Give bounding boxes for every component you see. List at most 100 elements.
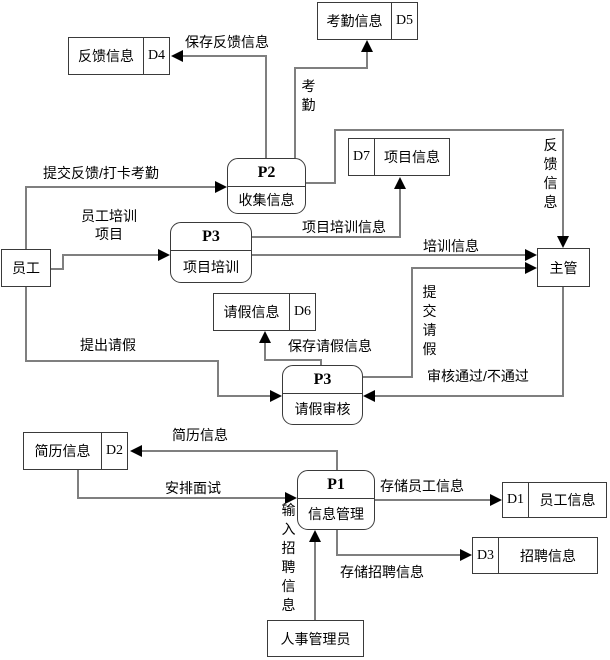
data-store-d6: 请假信息 D6 — [213, 293, 316, 331]
flow-line — [142, 450, 338, 452]
flow-label-submit-leave: 提交请假 — [422, 284, 437, 357]
flow-line — [77, 470, 79, 498]
flow-line — [217, 395, 270, 397]
flow-label-input-recruit-info: 输入招聘信息 — [281, 502, 296, 613]
flow-label-feedback-info: 反馈信息 — [543, 137, 558, 210]
flow-label-employee-training: 员工培训项目 — [81, 208, 137, 242]
flow-line — [62, 254, 158, 256]
data-store-d5: 考勤信息 D5 — [317, 2, 418, 40]
flow-line — [363, 376, 413, 378]
flow-line — [314, 542, 316, 620]
flow-line — [62, 255, 64, 270]
process-p2-id: P2 — [228, 159, 305, 187]
flow-line — [375, 499, 490, 501]
data-store-d1-tag: D1 — [503, 483, 529, 517]
data-store-d7: D7 项目信息 — [348, 138, 450, 176]
data-store-d4-label: 反馈信息 — [69, 38, 144, 74]
arrowhead-up-icon — [394, 177, 406, 189]
flow-label-review-result: 审核通过/不通过 — [427, 368, 529, 384]
data-store-d3: D3 招聘信息 — [472, 537, 598, 574]
arrowhead-up-icon — [309, 530, 321, 542]
process-p1-info-management: P1 信息管理 — [297, 470, 375, 530]
data-store-d6-label: 请假信息 — [214, 294, 290, 330]
data-store-d6-tag: D6 — [293, 304, 312, 319]
flow-label-store-recruit-info: 存储招聘信息 — [340, 564, 424, 580]
flow-line — [294, 67, 368, 69]
flow-label-attendance: 考勤 — [301, 78, 316, 113]
flow-line — [320, 360, 322, 365]
flow-line — [306, 182, 336, 184]
entity-employee-label: 员工 — [12, 260, 40, 276]
flow-line — [51, 268, 64, 270]
arrowhead-right-icon — [158, 249, 170, 261]
flow-line — [336, 451, 338, 470]
entity-hr-admin-label: 人事管理员 — [280, 630, 351, 647]
flow-line — [294, 68, 296, 158]
data-store-d7-tag: D7 — [349, 139, 375, 175]
flow-label-resume-info: 简历信息 — [172, 427, 228, 443]
arrowhead-down-icon — [557, 236, 569, 248]
data-store-d1: D1 员工信息 — [502, 482, 607, 518]
arrowhead-right-icon — [460, 549, 472, 561]
process-p3b-name: 请假审核 — [294, 401, 351, 417]
process-p3-project-training: P3 项目培训 — [170, 222, 252, 283]
flow-line — [25, 186, 215, 188]
arrowhead-up-icon — [361, 40, 373, 52]
process-p3-leave-review: P3 请假审核 — [282, 365, 363, 425]
flow-line — [264, 359, 322, 361]
flow-line — [183, 55, 267, 57]
arrowhead-right-icon — [270, 390, 282, 402]
flow-line — [334, 129, 564, 131]
entity-employee: 员工 — [1, 249, 51, 287]
flow-label-store-employee-info: 存储员工信息 — [380, 478, 464, 494]
flow-line — [562, 287, 564, 397]
arrowhead-right-icon — [490, 494, 502, 506]
process-p1-name: 信息管理 — [308, 506, 364, 522]
entity-hr-admin: 人事管理员 — [267, 620, 364, 657]
data-store-d3-label: 招聘信息 — [520, 547, 576, 564]
arrowhead-left-icon — [363, 390, 375, 402]
arrowhead-up-icon — [259, 331, 271, 343]
process-p1-id: P1 — [298, 471, 374, 499]
flow-label-save-feedback: 保存反馈信息 — [185, 34, 269, 50]
data-store-d3-tag: D3 — [473, 538, 499, 573]
entity-supervisor: 主管 — [537, 248, 590, 287]
flow-label-project-training-info: 项目培训信息 — [302, 219, 386, 235]
flow-line — [366, 52, 368, 68]
data-store-d7-label: 项目信息 — [384, 149, 440, 165]
arrowhead-left-icon — [130, 445, 142, 457]
process-p3b-id: P3 — [283, 366, 362, 394]
arrowhead-right-icon — [285, 492, 297, 504]
flow-line — [264, 343, 266, 360]
data-store-d5-label: 考勤信息 — [318, 3, 392, 39]
entity-supervisor-label: 主管 — [549, 259, 578, 276]
flow-line — [411, 267, 525, 269]
flow-line — [411, 268, 413, 378]
flow-line — [252, 254, 525, 256]
process-p3a-name: 项目培训 — [183, 258, 239, 275]
arrowhead-right-icon — [215, 181, 227, 193]
flow-line — [25, 287, 27, 362]
flow-line — [562, 130, 564, 236]
flow-label-arrange-interview: 安排面试 — [165, 480, 221, 496]
process-p3a-id: P3 — [171, 223, 251, 251]
flow-line — [375, 395, 564, 397]
flow-line — [217, 360, 219, 396]
process-p2-collect-info: P2 收集信息 — [227, 158, 306, 214]
data-store-d5-tag: D5 — [395, 13, 414, 28]
flow-line — [252, 236, 401, 238]
data-store-d1-label: 员工信息 — [539, 492, 596, 508]
flow-line — [25, 360, 219, 362]
process-p2-name: 收集信息 — [238, 192, 295, 208]
flow-line — [77, 497, 285, 499]
arrowhead-right-icon — [525, 262, 537, 274]
data-store-d2-label: 简历信息 — [24, 433, 102, 469]
flow-label-submit-feedback: 提交反馈/打卡考勤 — [43, 165, 159, 181]
flow-label-request-leave: 提出请假 — [80, 337, 136, 353]
flow-line — [399, 189, 401, 237]
flow-line — [265, 56, 267, 158]
flow-line — [336, 554, 460, 556]
flow-line — [25, 187, 27, 249]
flow-line — [336, 530, 338, 555]
